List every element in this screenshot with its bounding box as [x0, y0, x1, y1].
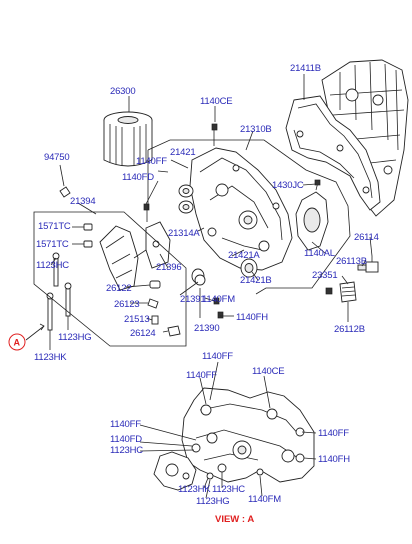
label-1140fh-top: 1140FH: [236, 312, 268, 323]
oil-pressure-sensor-drawing: [325, 256, 379, 303]
label-view-1123hc-left: 1123HC: [110, 445, 143, 456]
oil-filter-drawing: [103, 111, 153, 167]
view-marker: A: [8, 333, 26, 351]
label-21421a: 21421A: [228, 250, 260, 261]
label-1140fd-top: 1140FD: [122, 172, 154, 183]
label-21310b: 21310B: [240, 124, 272, 135]
label-view-1140ff-right: 1140FF: [318, 428, 349, 439]
oil-pump-housing-drawing: [189, 147, 293, 271]
label-view-1140fd: 1140FD: [110, 434, 142, 445]
label-21314a: 21314A: [168, 228, 200, 239]
label-26300: 26300: [110, 86, 135, 97]
label-1140ff-top: 1140FF: [136, 156, 167, 167]
label-21396: 21396: [156, 262, 181, 273]
label-view-1140fh: 1140FH: [318, 454, 350, 465]
label-1140al: 1140AL: [304, 248, 335, 259]
seals-drawing: [178, 184, 258, 284]
label-1140ce-top: 1140CE: [200, 96, 232, 107]
label-view-1123hk: 1123HK: [178, 484, 211, 495]
label-21513: 21513: [124, 314, 149, 325]
label-1123hc-left: 1123HC: [36, 260, 69, 271]
label-26114: 26114: [354, 232, 379, 243]
pump-cover-drawing: [295, 179, 329, 251]
label-view-1140fm: 1140FM: [248, 494, 281, 505]
label-1123hk-left: 1123HK: [34, 352, 67, 363]
label-1571tc-b: 1571TC: [36, 239, 69, 250]
label-26113b: 26113B: [336, 256, 367, 267]
label-21421b: 21421B: [240, 275, 272, 286]
label-21411b: 21411B: [290, 63, 321, 74]
label-view-1140ce: 1140CE: [252, 366, 284, 377]
label-94750: 94750: [44, 152, 69, 163]
view-marker-letter: A: [14, 338, 21, 348]
view-a-cover-drawing: [153, 387, 315, 491]
label-view-1140ff-topleft: 1140FF: [186, 370, 217, 381]
label-1123hg-left: 1123HG: [58, 332, 91, 343]
label-view-1123hc-bottom: 1123HC: [212, 484, 245, 495]
part-labels: 21411B 26300 1140CE 21310B 94750 1140FF …: [34, 63, 379, 507]
label-23351: 23351: [312, 270, 337, 281]
label-view-1140ff-top: 1140FF: [202, 351, 233, 362]
label-view-1123hg: 1123HG: [196, 496, 229, 507]
oil-strainer-drawing: [99, 221, 171, 291]
label-21421: 21421: [170, 147, 195, 158]
gasket-21411b-drawing: [285, 95, 381, 211]
small-parts-drawing: [46, 123, 224, 337]
label-21390: 21390: [194, 323, 219, 334]
view-a-caption: VIEW : A: [215, 514, 254, 525]
label-view-1140ff-left: 1140FF: [110, 419, 141, 430]
label-26124: 26124: [130, 328, 155, 339]
label-21391: 21391: [180, 294, 205, 305]
label-1571tc-a: 1571TC: [38, 221, 71, 232]
label-1430jc: 1430JC: [272, 180, 304, 191]
label-21394: 21394: [70, 196, 95, 207]
leader-lines: [25, 74, 373, 350]
label-26112b: 26112B: [334, 324, 365, 335]
view-a-leader-lines: [139, 361, 317, 499]
label-1140fm-top: 1140FM: [202, 294, 235, 305]
label-26123: 26123: [114, 299, 139, 310]
label-26122: 26122: [106, 283, 131, 294]
